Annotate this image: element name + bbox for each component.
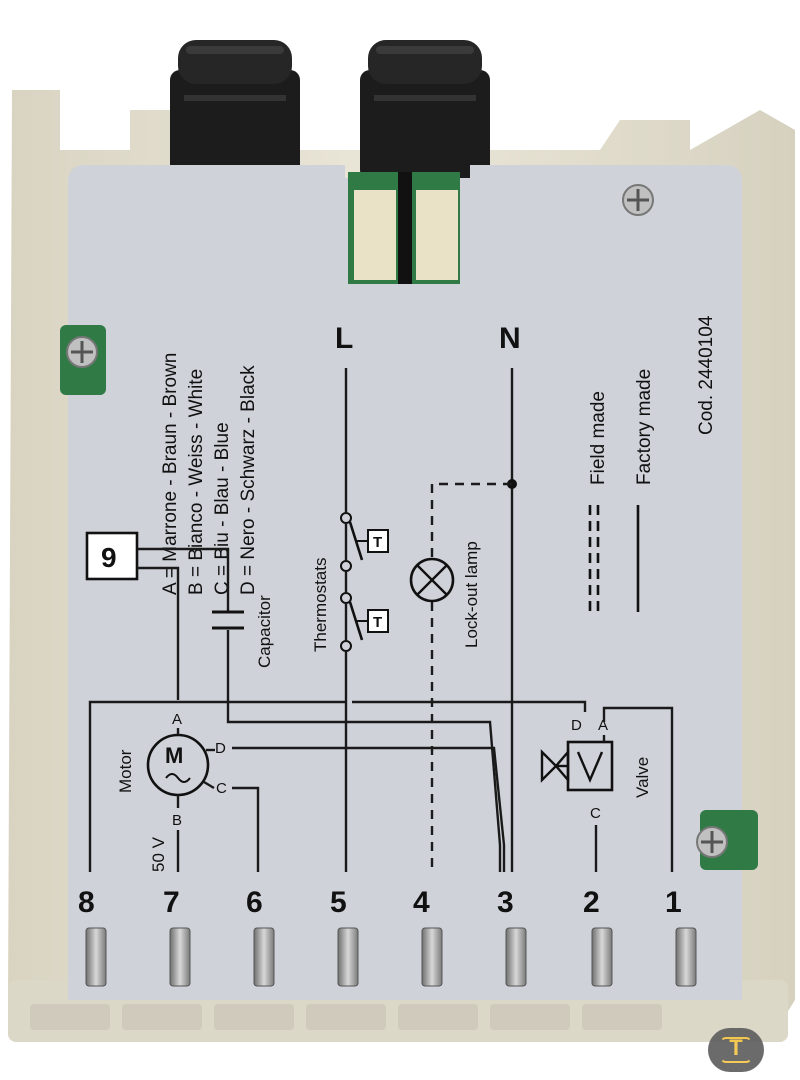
terminal-9-box <box>85 531 139 581</box>
live-circuit <box>340 368 352 872</box>
terminal-number: 4 <box>413 886 430 919</box>
terminal-pin[interactable] <box>591 927 613 987</box>
screw-icon <box>622 184 654 216</box>
ignition-connectors <box>170 40 490 180</box>
wire-a-valve: A <box>598 717 608 734</box>
bus-to-valve <box>352 700 587 712</box>
lamp-icon <box>409 557 455 603</box>
terminal-pin[interactable] <box>421 927 443 987</box>
motor-capacitor-wiring <box>137 547 502 872</box>
capacitor-icon <box>212 610 244 630</box>
legend-d: D = Nero - Schwarz - Black <box>238 365 259 595</box>
line-type-legend: Field made Factory made <box>588 369 655 612</box>
terminal-pin[interactable] <box>337 927 359 987</box>
wire-a-motor: A <box>172 711 182 728</box>
legend-a: A = Marrone - Braun - Brown <box>160 353 181 595</box>
motor-symbol: M <box>165 743 183 768</box>
voltage-label: 50 V <box>149 836 168 872</box>
terminal-number: 7 <box>163 886 180 919</box>
supply-n-label: N <box>499 322 521 355</box>
terminal-number: 5 <box>330 886 347 919</box>
housing-bottom-ribs <box>30 1004 662 1030</box>
thermostat-tag: T <box>373 614 382 631</box>
lockout-lamp-circuit <box>430 482 512 872</box>
factory-made-label: Factory made <box>634 369 655 485</box>
legend-c: C = Biu - Blau - Blue <box>212 422 233 595</box>
ocr-text-icon[interactable]: T <box>708 1028 764 1072</box>
legend-b: B = Bianco - Weiss - White <box>186 369 207 595</box>
thermostat-tag: T <box>373 534 382 551</box>
terminal-pins <box>85 927 697 987</box>
terminal-9-label: 9 <box>101 542 117 573</box>
wire-c-motor: C <box>216 780 227 797</box>
thermostat-switch-icon: T <box>348 521 389 561</box>
terminal-number: 3 <box>497 886 514 919</box>
terminal-number: 8 <box>78 886 95 919</box>
terminal-number: 6 <box>246 886 263 919</box>
terminal-pin[interactable] <box>253 927 275 987</box>
field-made-label: Field made <box>588 391 609 485</box>
product-code: Cod. 2440104 <box>696 315 717 435</box>
pcb-window <box>348 172 460 284</box>
terminal-pin[interactable] <box>675 927 697 987</box>
terminal-8-wire <box>88 700 345 872</box>
wire-b-motor: B <box>172 812 182 829</box>
terminal-numbers: 8 7 6 5 4 3 2 1 <box>78 886 682 919</box>
thermostats-label: Thermostats <box>311 558 330 652</box>
terminal-number: 2 <box>583 886 600 919</box>
capacitor-label: Capacitor <box>255 595 274 668</box>
terminal-pin[interactable] <box>85 927 107 987</box>
terminal-pin[interactable] <box>505 927 527 987</box>
wire-c-valve: C <box>590 805 601 822</box>
lockout-lamp-label: Lock-out lamp <box>462 541 481 648</box>
screw-icon <box>66 336 98 368</box>
terminal-number: 1 <box>665 886 682 919</box>
wire-d-motor: D <box>215 740 226 757</box>
wire-d-valve: D <box>571 717 582 734</box>
motor-c-wire <box>232 786 260 872</box>
motor-label: Motor <box>116 749 135 793</box>
terminal-pin[interactable] <box>169 927 191 987</box>
supply-l-label: L <box>335 322 353 355</box>
valve-icon <box>540 740 614 792</box>
screw-icon <box>696 826 728 858</box>
motor-d-wire <box>232 746 506 872</box>
terminal-1-wire <box>602 706 674 872</box>
valve-label: Valve <box>633 757 652 798</box>
thermostat-switch-icon: T <box>348 601 389 641</box>
